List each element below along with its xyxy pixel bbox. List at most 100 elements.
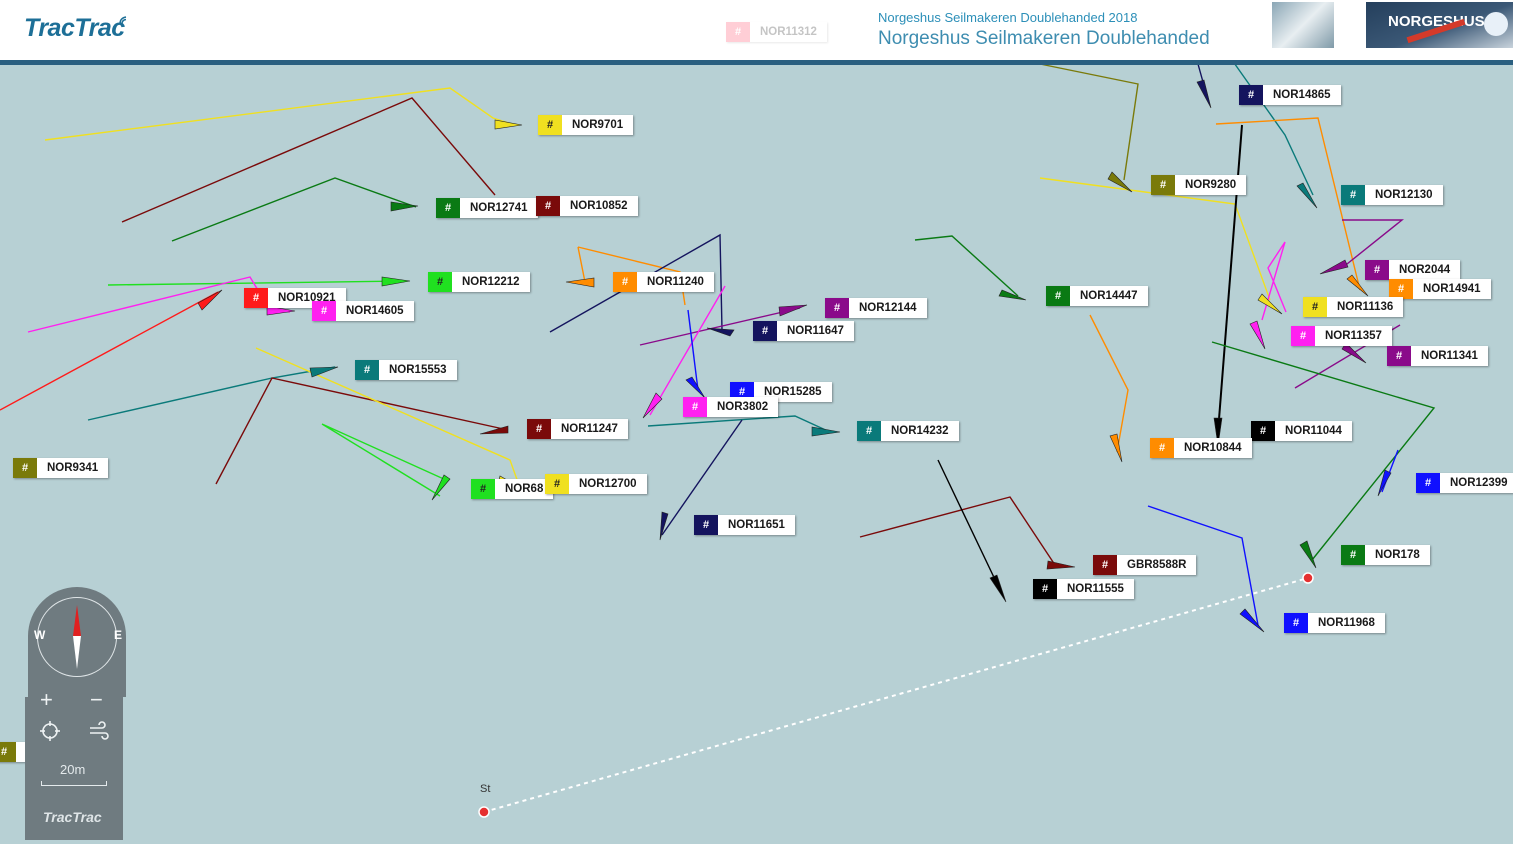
- boat-label-NOR10852[interactable]: # NOR10852: [536, 196, 638, 216]
- boat-NOR11044-marker[interactable]: [1213, 417, 1223, 447]
- color-swatch: #: [1093, 555, 1117, 575]
- boat-label-NOR10844[interactable]: # NOR10844: [1150, 438, 1252, 458]
- event-photo-thumbnail[interactable]: [1272, 2, 1334, 48]
- boat-NOR14941-marker[interactable]: [1346, 274, 1369, 297]
- boat-label-NOR15553[interactable]: # NOR15553: [355, 360, 457, 380]
- boat-label-NOR9280[interactable]: # NOR9280: [1151, 175, 1247, 195]
- sail-number: NOR12399: [1450, 477, 1508, 489]
- boat-NOR14232-marker[interactable]: [811, 426, 841, 437]
- boat-NOR14605-marker[interactable]: [266, 305, 296, 316]
- boat-NOR12399-marker[interactable]: [1377, 469, 1392, 497]
- boat-label-NOR11651[interactable]: # NOR11651: [694, 515, 795, 535]
- boat-NOR12144-marker[interactable]: [778, 304, 808, 317]
- color-swatch: #: [1150, 438, 1174, 458]
- boat-label-NOR12144[interactable]: # NOR12144: [825, 298, 927, 318]
- boat-NOR15285-marker[interactable]: [685, 376, 706, 399]
- track-NOR11044: [1217, 124, 1243, 433]
- boat-label-NOR11968[interactable]: # NOR11968: [1284, 613, 1385, 633]
- boat-label-NOR11341[interactable]: # NOR11341: [1387, 346, 1488, 366]
- wind-icon[interactable]: [88, 720, 110, 742]
- sponsor-banner[interactable]: NORGESHUS: [1366, 2, 1513, 48]
- sail-number: NOR178: [1375, 549, 1420, 561]
- track-NOR11247: [215, 377, 509, 485]
- boat-label-NOR9701[interactable]: # NOR9701: [538, 115, 634, 135]
- start-mark-boat[interactable]: [1302, 572, 1314, 584]
- boat-label-NOR2044[interactable]: # NOR2044: [1365, 260, 1461, 280]
- boat-label-NOR68[interactable]: # NOR68: [471, 479, 554, 499]
- sail-number: NOR11247: [561, 423, 618, 435]
- boat-NOR14865-marker[interactable]: [1196, 79, 1212, 109]
- boat-label-GBR8588R[interactable]: # GBR8588R: [1093, 555, 1197, 575]
- sail-number: NOR11968: [1318, 617, 1375, 629]
- start-mark-pin[interactable]: [478, 806, 490, 818]
- app-header: TracTrac Norgeshus Seilmakeren Doublehan…: [0, 0, 1513, 60]
- boat-label-NOR12700[interactable]: # NOR12700: [545, 474, 647, 494]
- boat-label-NOR11357[interactable]: # NOR11357: [1291, 326, 1392, 346]
- boat-NOR11240-marker[interactable]: [565, 277, 595, 288]
- color-swatch: #: [1365, 260, 1389, 280]
- boat-label-NOR11312[interactable]: # NOR11312: [726, 22, 827, 42]
- boat-NOR12741-marker[interactable]: [390, 201, 419, 212]
- race-title[interactable]: Norgeshus Seilmakeren Doublehanded: [878, 28, 1210, 49]
- boat-GBR8588R-marker[interactable]: [1046, 560, 1076, 570]
- boat-label-NOR11247[interactable]: # NOR11247: [527, 419, 628, 439]
- boat-NOR178-marker[interactable]: [1299, 540, 1317, 569]
- boat-label-NOR12399[interactable]: # NOR12399: [1416, 473, 1513, 493]
- boat-NOR11555-marker[interactable]: [989, 574, 1007, 603]
- boat-NOR11136-marker[interactable]: [1257, 293, 1283, 315]
- boat-label-NOR14865[interactable]: # NOR14865: [1239, 85, 1341, 105]
- sail-number: NOR14605: [346, 305, 404, 317]
- boat-label-NOR14447[interactable]: # NOR14447: [1046, 286, 1148, 306]
- color-swatch: #: [1341, 545, 1365, 565]
- sail-number: NOR11240: [647, 276, 704, 288]
- boat-label-NOR178[interactable]: # NOR178: [1341, 545, 1430, 565]
- boat-label-NOR11240[interactable]: # NOR11240: [613, 272, 714, 292]
- scale-bar: [41, 781, 107, 786]
- boat-NOR11357-marker[interactable]: [1249, 320, 1266, 350]
- boat-label-NOR12741[interactable]: # NOR12741: [436, 198, 538, 218]
- boat-label-NOR11044[interactable]: # NOR11044: [1251, 421, 1352, 441]
- boat-label-NOR11555[interactable]: # NOR11555: [1033, 579, 1134, 599]
- color-swatch: #: [1033, 579, 1057, 599]
- map-controls-panel: W E + − 20m TracTrac: [25, 587, 126, 840]
- boat-label-NOR14232[interactable]: # NOR14232: [857, 421, 959, 441]
- track-NOR10921: [0, 291, 219, 411]
- boat-label-NOR14941[interactable]: # NOR14941: [1389, 279, 1491, 299]
- sail-number: NOR12130: [1375, 189, 1433, 201]
- boat-NOR12130-marker[interactable]: [1296, 182, 1318, 209]
- compass[interactable]: W E: [28, 587, 126, 697]
- boat-label-NOR9341[interactable]: # NOR9341: [13, 458, 109, 478]
- track-NOR11357: [1261, 241, 1287, 321]
- zoom-out-button[interactable]: −: [90, 687, 103, 712]
- boat-NOR11247-marker[interactable]: [479, 425, 509, 435]
- boat-NOR11651-marker[interactable]: [659, 511, 669, 541]
- boat-label-NOR11136[interactable]: # NOR11136: [1303, 297, 1404, 317]
- locate-crosshair-icon[interactable]: [39, 720, 61, 742]
- boat-NOR10844-marker[interactable]: [1109, 433, 1123, 463]
- boat-NOR11647-marker[interactable]: [706, 327, 735, 337]
- header-divider: [0, 60, 1513, 65]
- boat-NOR12212-marker[interactable]: [381, 276, 411, 287]
- boat-NOR10921-marker[interactable]: [197, 289, 223, 311]
- boat-NOR11341-marker[interactable]: [1341, 342, 1367, 364]
- start-line[interactable]: [483, 577, 1309, 813]
- tractrac-logo[interactable]: TracTrac: [24, 14, 125, 42]
- boat-NOR68-marker[interactable]: [431, 474, 451, 501]
- boat-NOR11968-marker[interactable]: [1239, 608, 1265, 633]
- boat-NOR9280-marker[interactable]: [1107, 171, 1133, 193]
- zoom-in-button[interactable]: +: [40, 687, 53, 712]
- boat-NOR15553-marker[interactable]: [309, 366, 339, 378]
- sponsor-logo-icon: [1484, 12, 1508, 36]
- boat-NOR14447-marker[interactable]: [998, 289, 1027, 301]
- boat-label-NOR12130[interactable]: # NOR12130: [1341, 185, 1443, 205]
- color-swatch: #: [1303, 297, 1327, 317]
- boat-NOR9701-marker[interactable]: [494, 119, 523, 130]
- boat-NOR3802-marker[interactable]: [642, 392, 663, 419]
- boat-label-NOR12212[interactable]: # NOR12212: [428, 272, 530, 292]
- boat-NOR2044-marker[interactable]: [1319, 259, 1349, 275]
- boat-label-NOR14605[interactable]: # NOR14605: [312, 301, 414, 321]
- color-swatch: #: [1046, 286, 1070, 306]
- boat-label-NOR11647[interactable]: # NOR11647: [753, 321, 854, 341]
- track-NOR10852: [121, 97, 496, 223]
- boat-label-NOR3802[interactable]: # NOR3802: [683, 397, 779, 417]
